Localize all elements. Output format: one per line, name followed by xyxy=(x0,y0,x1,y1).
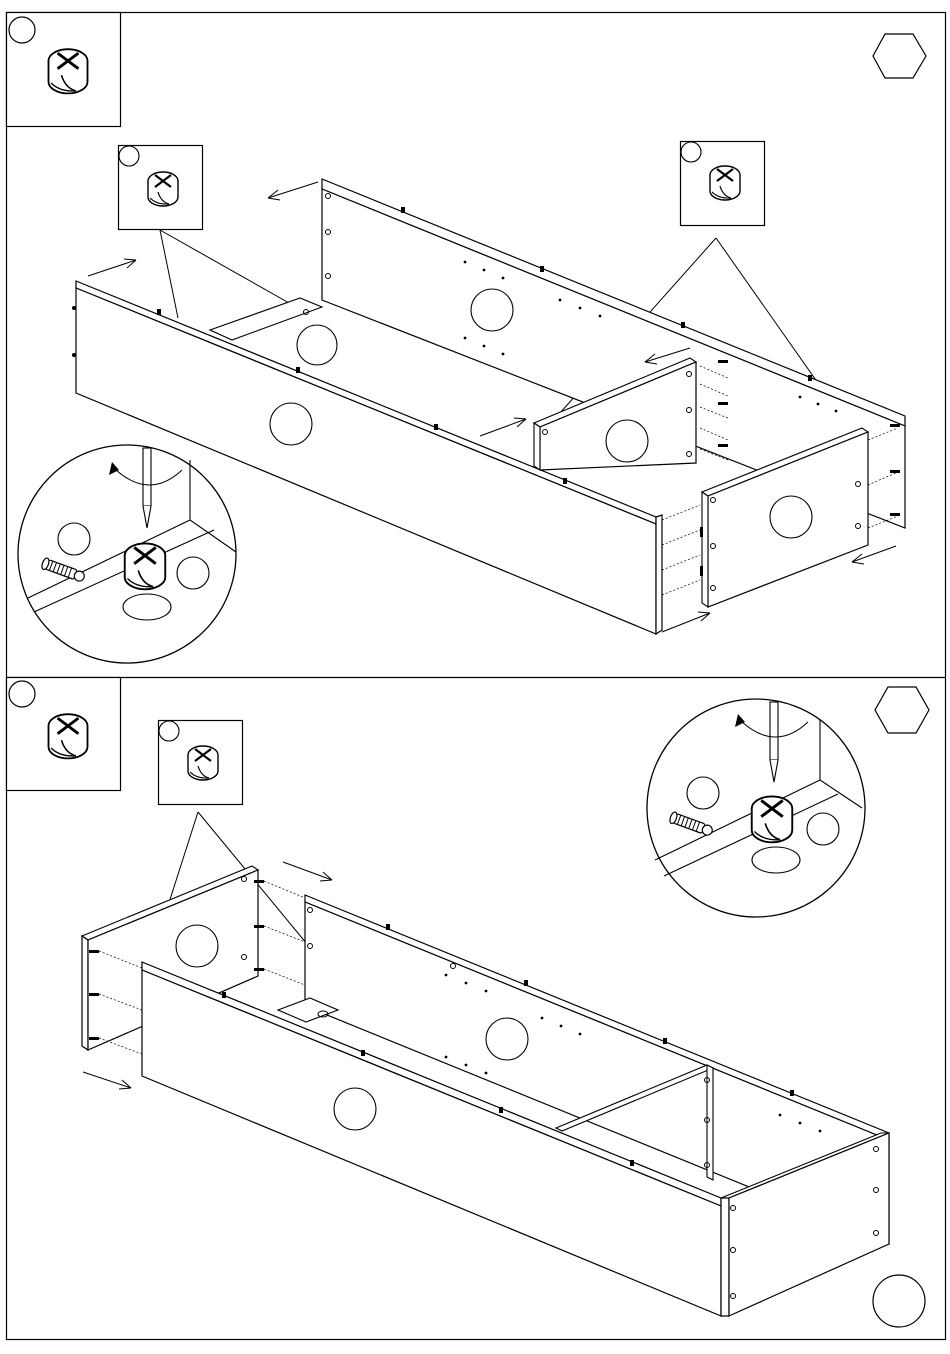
cam-lock-icon xyxy=(710,166,740,200)
step-1-number-circle xyxy=(9,17,35,43)
hex-key-icon xyxy=(875,687,929,733)
cam-lock-icon xyxy=(125,543,166,589)
step-1-hardware-box xyxy=(7,13,121,127)
step-2 xyxy=(7,678,930,1328)
cam-lock-detail xyxy=(647,699,865,917)
screwdriver-icon xyxy=(143,448,151,506)
step-1 xyxy=(7,13,927,664)
cam-lock-icon xyxy=(148,172,178,206)
cam-lock-detail xyxy=(18,445,236,663)
cam-lock-icon xyxy=(49,49,88,93)
hardware-callout-left xyxy=(119,146,306,319)
cam-lock-icon xyxy=(188,746,218,780)
cam-lock-icon xyxy=(49,714,88,758)
cam-lock-icon xyxy=(752,796,793,842)
result-marker xyxy=(873,1275,925,1327)
screwdriver-icon xyxy=(770,702,778,760)
step-2-hardware-box xyxy=(7,678,121,791)
step-2-number-circle xyxy=(9,681,35,707)
hex-key-icon xyxy=(873,34,926,78)
